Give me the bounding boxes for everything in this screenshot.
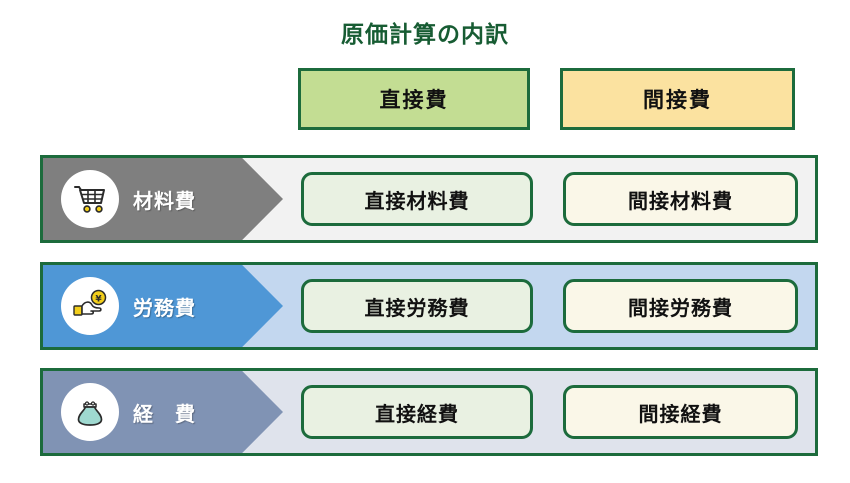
page-title: 原価計算の内訳 <box>341 22 509 48</box>
cell-indirect-expense-label: 間接経費 <box>638 401 723 426</box>
cell-direct-labor-label: 直接労務費 <box>364 295 470 320</box>
column-header-direct-label: 直接費 <box>379 88 449 112</box>
row-banner-expense: 経 費 <box>43 371 283 453</box>
coin-purse-icon <box>61 383 119 441</box>
row-banner-labor: ¥ 労務費 <box>43 265 283 347</box>
shopping-cart-icon <box>61 170 119 228</box>
cell-direct-material-label: 直接材料費 <box>364 188 470 213</box>
cell-direct-material: 直接材料費 <box>301 172 533 226</box>
svg-text:¥: ¥ <box>95 295 102 305</box>
table-row: 材料費 直接材料費 間接材料費 <box>40 155 818 243</box>
row-banner-material: 材料費 <box>43 158 283 240</box>
cell-indirect-material-label: 間接材料費 <box>628 188 733 213</box>
cell-indirect-material: 間接材料費 <box>563 172 798 226</box>
row-label-material: 材料費 <box>133 188 196 213</box>
column-header-indirect: 間接費 <box>560 68 795 130</box>
row-label-expense: 経 費 <box>133 401 196 426</box>
cell-direct-labor: 直接労務費 <box>301 279 533 333</box>
cell-indirect-labor: 間接労務費 <box>563 279 798 333</box>
cell-direct-expense: 直接経費 <box>301 385 533 439</box>
column-header-indirect-label: 間接費 <box>643 88 712 112</box>
cell-direct-expense-label: 直接経費 <box>375 401 459 426</box>
hand-with-yen-coin-icon: ¥ <box>61 277 119 335</box>
column-header-direct: 直接費 <box>298 68 530 130</box>
cell-indirect-expense: 間接経費 <box>563 385 798 439</box>
row-label-labor: 労務費 <box>133 295 196 320</box>
cell-indirect-labor-label: 間接労務費 <box>628 295 733 320</box>
table-row: ¥ 労務費 直接労務費 間接労務費 <box>40 262 818 350</box>
table-row: 経 費 直接経費 間接経費 <box>40 368 818 456</box>
